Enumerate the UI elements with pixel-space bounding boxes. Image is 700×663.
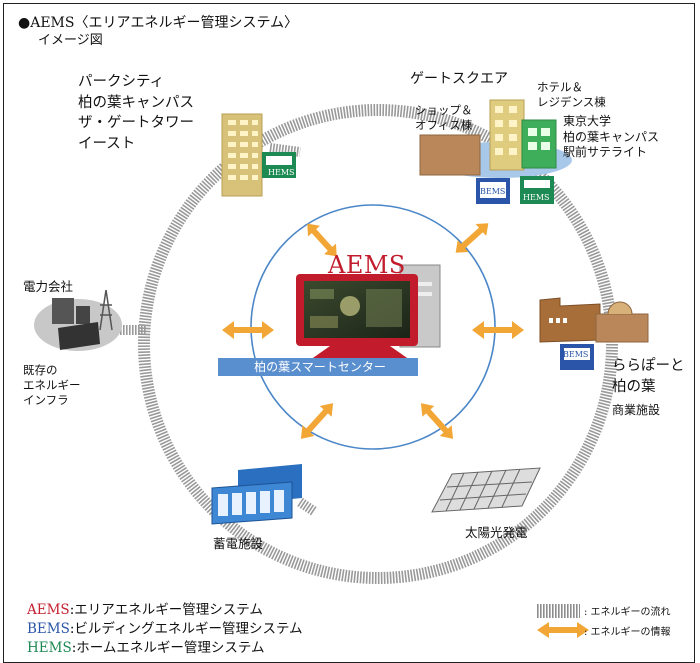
lalaport-line: ららぽーと: [612, 358, 685, 374]
diagram-title: ●AEMS〈エリアエネルギー管理システム〉: [18, 15, 299, 31]
smart-center-label: 柏の葉スマートセンター: [254, 360, 386, 374]
infra-line: 既存の: [23, 363, 58, 377]
park-city-line: 柏の葉キャンパス: [78, 94, 194, 111]
park-city-line: パークシティ: [78, 74, 165, 90]
park-city-label: パークシティ 柏の葉キャンパス ザ・ゲートタワー イースト: [78, 72, 194, 154]
lalaport-label: ららぽーと 柏の葉: [612, 356, 685, 398]
legend-bems: BEMS:ビルディングエネルギー管理システム: [27, 621, 303, 639]
university-line: 東京大学: [563, 114, 612, 128]
shop-office-label: ショップ＆ オフィス棟: [415, 103, 473, 133]
solar-panel-icon: [431, 467, 541, 513]
park-city-building-icon: [221, 113, 296, 197]
energy-flow-spokes: [120, 143, 318, 517]
legend-hems-desc: :ホームエネルギー管理システム: [71, 640, 265, 656]
gate-square-label: ゲートスクエア: [410, 71, 508, 87]
lalaport-sub-label: 商業施設: [612, 403, 661, 417]
infra-line: エネルギー: [23, 377, 81, 392]
legend-flow-label: : エネルギーの流れ: [584, 607, 671, 618]
university-line: 柏の葉キャンパス: [563, 129, 660, 144]
info-arrow-e: [472, 321, 524, 339]
info-arrow-se: [420, 403, 454, 439]
info-arrow-sw: [300, 403, 334, 439]
gate-square-bems-badge: BEMS: [480, 187, 505, 196]
lalaport-line: 柏の葉: [612, 379, 656, 396]
info-arrow-ne: [455, 223, 489, 253]
park-city-hems-badge: HEMS: [268, 168, 295, 177]
park-city-line: イースト: [78, 135, 136, 152]
shop-line: オフィス棟: [415, 117, 473, 132]
park-city-line: ザ・ゲートタワー: [78, 115, 194, 132]
power-company-label: 電力会社: [23, 279, 74, 294]
smart-center-bar: [218, 358, 418, 376]
existing-infra-label: 既存の エネルギー インフラ: [23, 363, 81, 408]
legend-bems-key: BEMS: [27, 621, 70, 637]
lalaport-building-icon: [539, 297, 649, 370]
shop-line: ショップ＆: [415, 103, 473, 117]
aems-monitor-icon: [296, 264, 441, 360]
legend-hems-key: HEMS: [27, 640, 72, 656]
gate-square-buildings-icon: [419, 99, 572, 204]
legend-flow-symbol: [536, 604, 580, 618]
legend-info-arrow-icon: [537, 622, 589, 638]
legend-aems-key: AEMS: [27, 602, 70, 618]
university-line: 駅前サテライト: [563, 145, 648, 160]
legend-info-label: : エネルギーの情報: [584, 627, 671, 638]
power-company-icon: [34, 289, 122, 351]
legend-aems-desc: :エリアエネルギー管理システム: [69, 602, 263, 618]
legend-bems-desc: :ビルディングエネルギー管理システム: [69, 621, 303, 637]
lalaport-bems-badge: BEMS: [563, 350, 588, 359]
hotel-line: ホテル＆: [537, 80, 583, 94]
solar-label: 太陽光発電: [465, 525, 528, 540]
infra-line: インフラ: [23, 392, 69, 407]
diagram-subtitle: イメージ図: [38, 33, 103, 48]
hotel-label: ホテル＆ レジデンス棟: [537, 80, 606, 110]
gate-square-hems-badge: HEMS: [523, 193, 550, 202]
university-label: 東京大学 柏の葉キャンパス 駅前サテライト: [563, 114, 659, 161]
aems-logo: AEMS: [328, 251, 406, 279]
legend-hems: HEMS:ホームエネルギー管理システム: [27, 640, 264, 658]
info-arrow-w: [222, 321, 274, 339]
energy-flow-ring: [138, 104, 618, 584]
legend-aems: AEMS:エリアエネルギー管理システム: [27, 602, 263, 620]
hotel-line: レジデンス棟: [537, 94, 606, 109]
info-arrows: [222, 223, 524, 439]
storage-label: 蓄電施設: [213, 536, 264, 551]
info-arrow-nw: [307, 223, 337, 257]
storage-battery-icon: [211, 464, 302, 525]
